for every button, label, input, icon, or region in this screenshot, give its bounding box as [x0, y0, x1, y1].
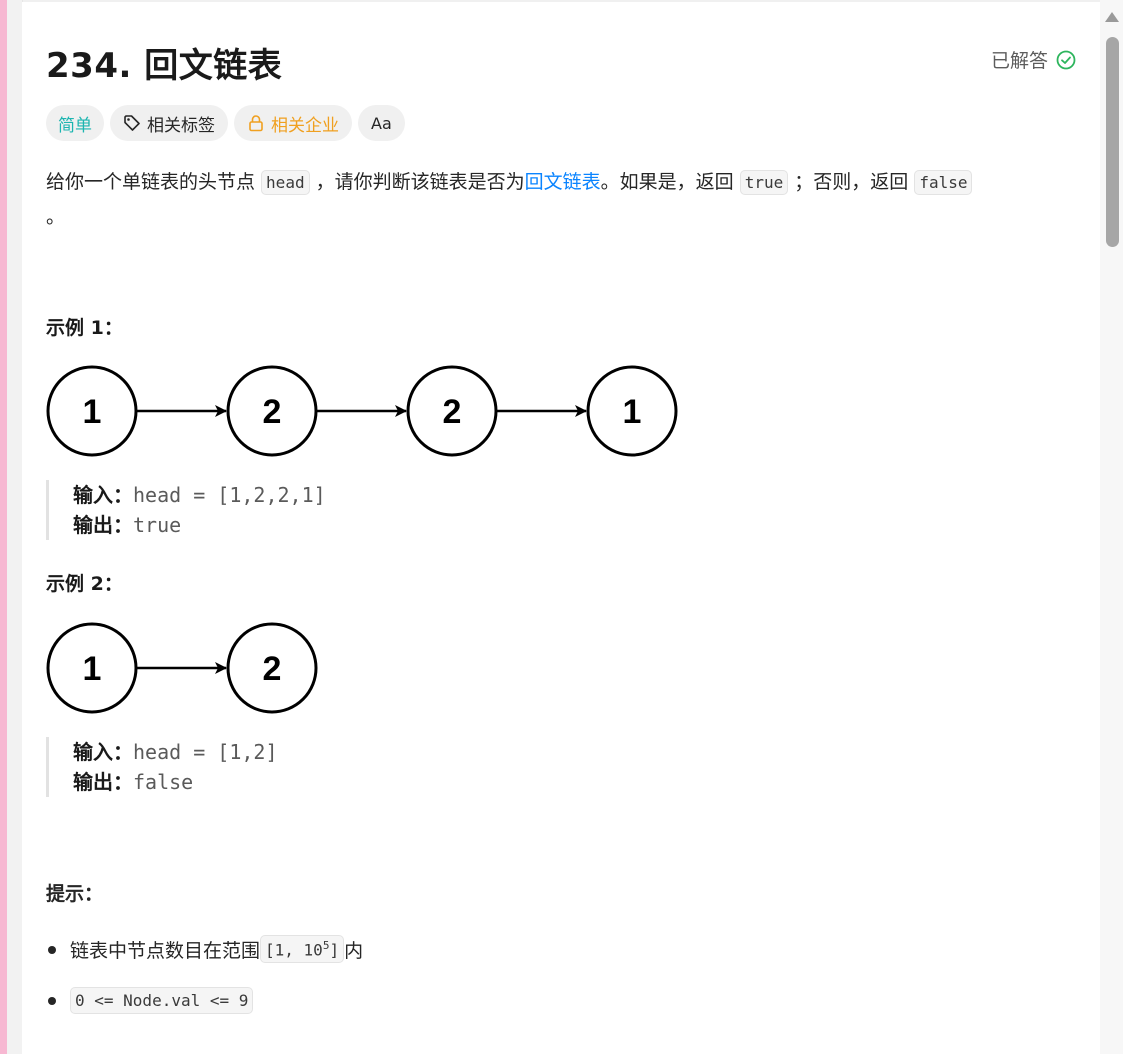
example-2-io-block: 输入：head = [1,2] 输出：false — [46, 737, 278, 797]
title-row: 234. 回文链表 已解答 — [46, 38, 1076, 86]
list-node: 1 — [586, 365, 678, 457]
translate-icon: Aa — [371, 113, 392, 133]
vertical-scrollbar[interactable] — [1100, 0, 1123, 1054]
code-head: head — [261, 170, 310, 195]
translate-button[interactable]: Aa — [358, 105, 405, 141]
solved-status: 已解答 — [991, 46, 1076, 73]
input-label: 输入： — [73, 483, 133, 507]
scroll-up-arrow-icon[interactable] — [1105, 12, 1119, 22]
related-tags-label: 相关标签 — [147, 115, 215, 136]
output-value: false — [133, 770, 194, 794]
desc-text-1: 给你一个单链表的头节点 — [46, 171, 262, 193]
example-1-heading: 示例 1： — [46, 317, 123, 339]
hint-item-node-count: 链表中节点数目在范围 [1, 105] 内 — [46, 932, 363, 966]
hint-range-code: [1, 105] — [260, 934, 345, 964]
list-node: 2 — [226, 365, 318, 457]
input-value: head = [1,2,2,1] — [133, 483, 326, 507]
desc-text-4: ；否则，返回 — [788, 171, 915, 193]
input-value: head = [1,2] — [133, 740, 278, 764]
problem-title: 234. 回文链表 — [46, 46, 283, 86]
output-label: 输出： — [73, 513, 133, 537]
node-value: 1 — [83, 393, 102, 431]
problem-description: 给你一个单链表的头节点 head ，请你判断该链表是否为回文链表。如果是，返回 … — [46, 165, 1076, 234]
hints-list: 链表中节点数目在范围 [1, 105] 内 0 <= Node.val <= 9 — [46, 932, 363, 1034]
palindrome-link[interactable]: 回文链表 — [524, 171, 601, 193]
desc-text-2: ，请你判断该链表是否为 — [309, 171, 525, 193]
range-exponent: 5 — [322, 938, 330, 952]
difficulty-label: 简单 — [58, 115, 92, 136]
example-1-io-block: 输入：head = [1,2,2,1] 输出：true — [46, 480, 326, 540]
hints-heading: 提示： — [46, 883, 104, 905]
range-end: ] — [329, 940, 340, 960]
desc-text-3: 。如果是，返回 — [600, 171, 740, 193]
code-false: false — [914, 170, 973, 195]
hint-suffix: 内 — [344, 939, 364, 962]
node-value: 2 — [443, 393, 462, 431]
example-2-linked-list-diagram: 1 2 — [46, 622, 318, 714]
example-1-linked-list-diagram: 1 2 2 1 — [46, 365, 678, 457]
lock-icon — [249, 115, 263, 132]
left-accent-strip — [0, 0, 7, 1054]
solved-label: 已解答 — [990, 50, 1048, 72]
code-true: true — [739, 170, 789, 195]
hint-text: 链表中节点数目在范围 — [70, 939, 261, 962]
scrollbar-thumb[interactable] — [1106, 37, 1119, 247]
output-label: 输出： — [73, 770, 133, 794]
example-2-heading: 示例 2： — [46, 573, 123, 595]
related-companies-label: 相关企业 — [271, 115, 339, 136]
output-value: true — [133, 513, 182, 537]
list-node: 2 — [226, 622, 318, 714]
problem-panel: 234. 回文链表 已解答 简单 相关标签 — [22, 2, 1100, 1054]
left-gutter — [7, 0, 23, 1054]
related-tags-button[interactable]: 相关标签 — [110, 105, 228, 141]
tag-row: 简单 相关标签 相关企业 Aa — [46, 105, 405, 141]
node-value: 1 — [83, 650, 102, 688]
check-circle-icon — [1056, 50, 1076, 69]
hint-val-code: 0 <= Node.val <= 9 — [70, 986, 254, 1014]
list-node: 1 — [46, 365, 138, 457]
node-value: 2 — [263, 393, 282, 431]
node-value: 2 — [263, 650, 282, 688]
range-start: [1, 10 — [265, 940, 323, 960]
difficulty-badge[interactable]: 简单 — [46, 105, 104, 141]
related-companies-button[interactable]: 相关企业 — [234, 105, 352, 141]
hint-item-node-val: 0 <= Node.val <= 9 — [46, 983, 363, 1017]
list-node: 2 — [406, 365, 498, 457]
list-node: 1 — [46, 622, 138, 714]
node-value: 1 — [623, 393, 642, 431]
input-label: 输入： — [73, 740, 133, 764]
tag-icon — [124, 115, 140, 131]
desc-text-5: 。 — [46, 206, 66, 228]
